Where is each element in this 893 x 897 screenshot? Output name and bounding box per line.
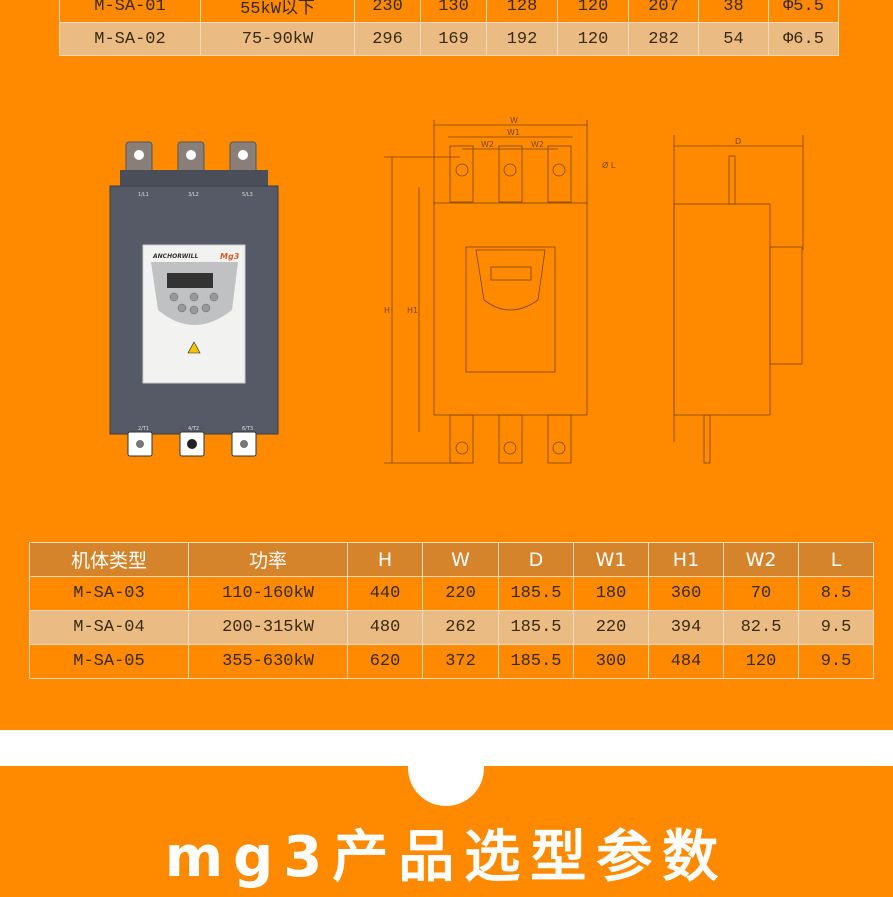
terminal-label: 1/L1: [138, 192, 149, 198]
cell: 70: [723, 576, 799, 611]
column-header: 功率: [188, 542, 348, 577]
cell: 355-630kW: [188, 644, 348, 679]
cell: 110-160kW: [188, 576, 348, 611]
cell: M-SA-04: [29, 610, 189, 645]
dim-label-w2: W2: [531, 140, 544, 149]
cell: 282: [628, 22, 699, 56]
cell: 296: [354, 22, 421, 56]
cell: 200-315kW: [188, 610, 348, 645]
cell: M-SA-01: [59, 0, 201, 23]
cell: 220: [422, 576, 499, 611]
brand-logo: ANCHORWILL: [152, 253, 198, 260]
cell: 440: [347, 576, 423, 611]
dim-label-w: W: [510, 116, 518, 125]
cell: M-SA-02: [59, 22, 201, 56]
cell: Φ6.5: [768, 22, 839, 56]
column-header: D: [498, 542, 574, 577]
dim-label-h: H: [384, 306, 390, 315]
column-header: W1: [573, 542, 649, 577]
cell: 192: [486, 22, 558, 56]
terminal-label: 2/T1: [138, 426, 149, 432]
soft-starter-photo: 1/L1 3/L2 5/L3 2/T1 4/T2 6/T3 ANCHORWILL…: [109, 141, 279, 457]
dim-label-d: D: [735, 137, 741, 146]
model-logo: Mg3: [220, 252, 240, 261]
cell: 120: [557, 0, 629, 23]
cell: 128: [486, 0, 558, 23]
terminal-label: 3/L2: [188, 192, 199, 198]
cell: 394: [648, 610, 724, 645]
column-header: 机体类型: [29, 542, 189, 577]
cell: 75-90kW: [200, 22, 355, 56]
terminal-label: 4/T2: [188, 426, 199, 432]
cell: 55kW以下: [200, 0, 355, 23]
cell: 372: [422, 644, 499, 679]
cell: 620: [347, 644, 423, 679]
cell: 54: [698, 22, 769, 56]
cell: 169: [420, 22, 487, 56]
column-header: W: [422, 542, 499, 577]
cell: 120: [557, 22, 629, 56]
cell: 262: [422, 610, 499, 645]
dimension-drawing: W W1 W2 W2 Ø L H H1 D: [384, 116, 804, 464]
cell: 185.5: [498, 576, 574, 611]
cell: 9.5: [798, 644, 874, 679]
cell: 360: [648, 576, 724, 611]
cell: 9.5: [798, 610, 874, 645]
cell: 300: [573, 644, 649, 679]
terminal-label: 6/T3: [242, 426, 253, 432]
dim-label-w2: W2: [481, 140, 494, 149]
cell: 230: [354, 0, 421, 23]
cell: 220: [573, 610, 649, 645]
cell: 480: [347, 610, 423, 645]
cell: 8.5: [798, 576, 874, 611]
cell: 185.5: [498, 644, 574, 679]
terminal-label: 5/L3: [242, 192, 253, 198]
cell: 130: [420, 0, 487, 23]
cell: 185.5: [498, 610, 574, 645]
cell: Φ5.5: [768, 0, 839, 23]
cell: 180: [573, 576, 649, 611]
column-header: W2: [723, 542, 799, 577]
section-title: mg3产品选型参数: [164, 825, 729, 890]
column-header: H1: [648, 542, 724, 577]
cell: 82.5: [723, 610, 799, 645]
cell: M-SA-05: [29, 644, 189, 679]
dim-label-l: Ø L: [602, 160, 616, 170]
cell: M-SA-03: [29, 576, 189, 611]
cell: 484: [648, 644, 724, 679]
column-header: L: [798, 542, 874, 577]
dim-label-w1: W1: [507, 128, 520, 137]
cell: 207: [628, 0, 699, 23]
cell: 120: [723, 644, 799, 679]
divider-notch: [408, 740, 484, 806]
column-header: H: [347, 542, 423, 577]
cell: 38: [698, 0, 769, 23]
dim-label-h1: H1: [407, 306, 418, 315]
